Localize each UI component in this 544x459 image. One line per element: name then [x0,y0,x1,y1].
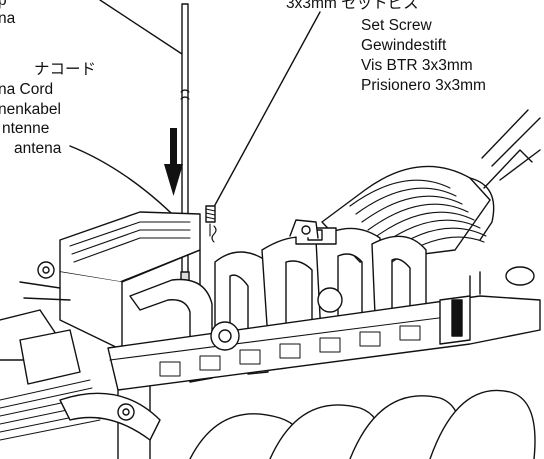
leader-set-screw [214,11,321,206]
down-arrow-icon [164,128,183,196]
leader-top-left [99,0,183,55]
label-set-screw-en: Set Screw [361,17,432,34]
label-antenna-cord-jp: ナコード [34,61,97,78]
body-posts [289,219,481,297]
label-partial-top-1: p [0,0,7,9]
set-screw [205,205,217,243]
label-set-screw-jp: 3x3mm セットビス [286,0,419,12]
chassis-frame [107,287,541,459]
receiver-box [19,211,201,351]
label-set-screw-de: Gewindestift [361,37,447,54]
label-antenna-cord-es: antena [14,140,62,157]
label-antenna-cord-en: na Cord [0,81,54,98]
leader-lines [69,0,321,229]
label-partial-top-2: na [0,10,16,27]
label-set-screw-es: Prisionero 3x3mm [361,77,486,94]
label-antenna-cord-fr: ntenne [2,120,50,137]
label-set-screw-fr: Vis BTR 3x3mm [361,57,473,74]
left-suspension [0,309,161,441]
motor [321,109,541,325]
lower-straps [189,389,536,459]
label-antenna-cord-de: nenkabel [0,101,61,118]
